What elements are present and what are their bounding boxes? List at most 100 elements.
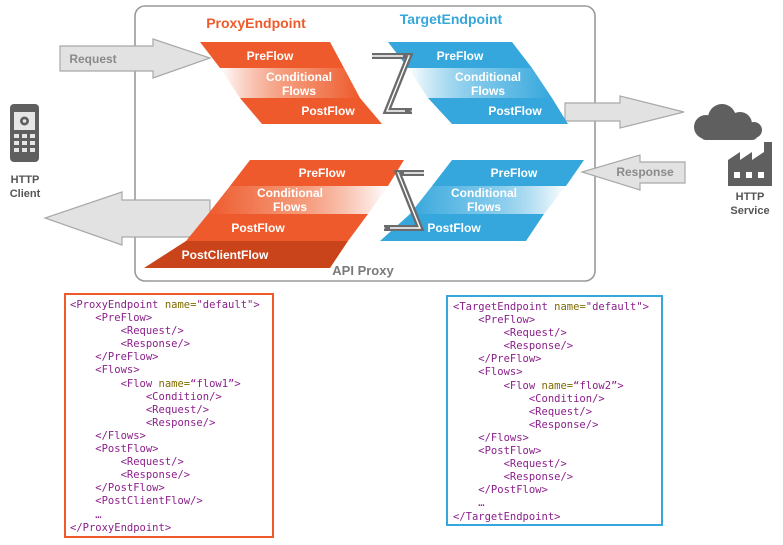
proxy-request-postflow[interactable] [240, 98, 382, 124]
code-token: <Condition/> [453, 392, 605, 405]
code-token: <Response/> [70, 338, 191, 351]
target-xml-line: <Response/> [453, 419, 661, 432]
code-token: <Request/> [453, 327, 567, 340]
proxy-xml-line: </Flows> [70, 430, 272, 443]
proxy-request-conditional-label-2: Flows [282, 84, 316, 98]
proxy-xml-line: </ProxyEndpoint> [70, 522, 272, 535]
code-token: </PostFlow> [453, 484, 548, 497]
code-token: name= [164, 299, 197, 311]
code-token: name= [554, 301, 586, 313]
proxy-response-conditional-label-2: Flows [273, 200, 307, 214]
code-token: </PreFlow> [70, 351, 159, 364]
http-service-label-2: Service [730, 205, 769, 217]
proxy-response-postclientflow[interactable] [144, 241, 348, 268]
code-token: <PreFlow> [453, 314, 536, 327]
code-token: > [234, 377, 241, 390]
code-token: <Response/> [70, 469, 191, 482]
proxy-xml-line: <Request/> [70, 325, 272, 338]
proxy-xml-line: <PreFlow> [70, 312, 272, 325]
code-token: name= [158, 377, 191, 390]
target-response-postflow[interactable] [380, 214, 544, 241]
target-xml-line: </PostFlow> [453, 484, 661, 497]
code-token: </PreFlow> [453, 353, 542, 366]
code-token: <Flows> [453, 366, 523, 379]
target-xml-line: … [453, 497, 661, 510]
target-endpoint-heading: TargetEndpoint [400, 11, 503, 27]
target-response-preflow[interactable] [432, 160, 584, 186]
target-xml-line: </Flows> [453, 432, 661, 445]
proxy-response-preflow[interactable] [230, 160, 404, 186]
target-xml-line: <PreFlow> [453, 314, 661, 327]
code-token: <Flow [453, 379, 542, 392]
target-xml-line: <Response/> [453, 340, 661, 353]
request-connector [372, 53, 414, 114]
code-token: <Response/> [70, 416, 216, 429]
code-token: </Flows> [70, 429, 146, 442]
target-request-arrow [564, 95, 685, 129]
code-token: “flow2” [573, 379, 618, 392]
target-response-flow: PreFlow Conditional Flows PostFlow [380, 160, 584, 241]
code-token: > [253, 299, 260, 311]
target-xml-line: <PostFlow> [453, 445, 661, 458]
target-request-preflow[interactable] [388, 42, 532, 68]
target-response-preflow-label: PreFlow [491, 166, 538, 180]
factory-icon [728, 142, 772, 186]
target-xml-line: <Flow name=“flow2”> [453, 380, 661, 393]
proxy-response-conditional-flows[interactable] [208, 186, 388, 214]
proxy-xml-line: … [70, 509, 272, 522]
proxy-xml-line: <Response/> [70, 469, 272, 482]
proxy-response-postflow-label: PostFlow [231, 221, 285, 235]
code-token: <Request/> [70, 325, 184, 338]
proxy-xml-line: <Response/> [70, 417, 272, 430]
api-proxy-flow-diagram: API Proxy ProxyEndpoint TargetEndpoint R… [10, 5, 772, 282]
target-xml-line: <Response/> [453, 471, 661, 484]
http-client-label-1: HTTP [11, 174, 40, 186]
proxy-xml-line: </PreFlow> [70, 351, 272, 364]
target-request-conditional-label-1: Conditional [455, 70, 521, 84]
proxy-request-postflow-label: PostFlow [301, 104, 355, 118]
target-xml-line: <TargetEndpoint name="default"> [453, 301, 661, 314]
proxy-request-preflow[interactable] [200, 42, 344, 68]
code-token: <TargetEndpoint [453, 301, 555, 313]
code-token: <Response/> [453, 471, 574, 484]
proxy-response-preflow-label: PreFlow [299, 166, 346, 180]
proxy-request-conditional-flows[interactable] [220, 68, 360, 98]
proxy-xml-line: <ProxyEndpoint name="default"> [70, 299, 272, 312]
proxy-endpoint-heading: ProxyEndpoint [206, 15, 306, 31]
target-request-postflow[interactable] [428, 98, 568, 124]
api-proxy-container [134, 5, 596, 282]
target-xml-line: </PreFlow> [453, 353, 661, 366]
target-response-conditional-flows[interactable] [410, 186, 566, 214]
proxy-response-flow: PreFlow Conditional Flows PostFlow PostC… [144, 160, 404, 268]
proxy-xml-line: <Request/> [70, 456, 272, 469]
proxy-request-flow: PreFlow Conditional Flows PostFlow [200, 42, 382, 124]
target-request-postflow-label: PostFlow [488, 104, 542, 118]
proxy-xml-line: <Request/> [70, 404, 272, 417]
code-token: … [70, 508, 102, 521]
client-response-arrow [43, 191, 211, 246]
code-token: <ProxyEndpoint [70, 299, 165, 311]
target-xml-line: </TargetEndpoint> [453, 511, 661, 524]
target-request-conditional-flows[interactable] [408, 68, 552, 98]
request-arrow [59, 38, 212, 79]
code-token: </ProxyEndpoint> [70, 521, 172, 534]
code-token: <PostFlow> [70, 443, 159, 456]
code-token: </Flows> [453, 431, 529, 444]
target-request-flow: PreFlow Conditional Flows PostFlow [388, 42, 568, 124]
code-token: "default" [585, 301, 643, 313]
proxy-endpoint-xml: <ProxyEndpoint name="default"> <PreFlow>… [64, 293, 274, 538]
code-token: <PostClientFlow/> [70, 495, 203, 508]
code-token: <Request/> [453, 405, 593, 418]
response-label: Response [616, 165, 674, 179]
http-client-label-2: Client [10, 188, 41, 200]
target-response-conditional-label-2: Flows [467, 200, 501, 214]
code-token: <Request/> [70, 456, 184, 469]
target-xml-line: <Condition/> [453, 393, 661, 406]
proxy-response-postflow[interactable] [186, 214, 368, 241]
code-token: <PreFlow> [70, 312, 153, 325]
api-proxy-label: API Proxy [332, 263, 394, 278]
target-xml-line: <Flows> [453, 366, 661, 379]
proxy-xml-line: <PostFlow> [70, 443, 272, 456]
mobile-phone-icon [10, 104, 39, 162]
response-connector [384, 170, 425, 231]
